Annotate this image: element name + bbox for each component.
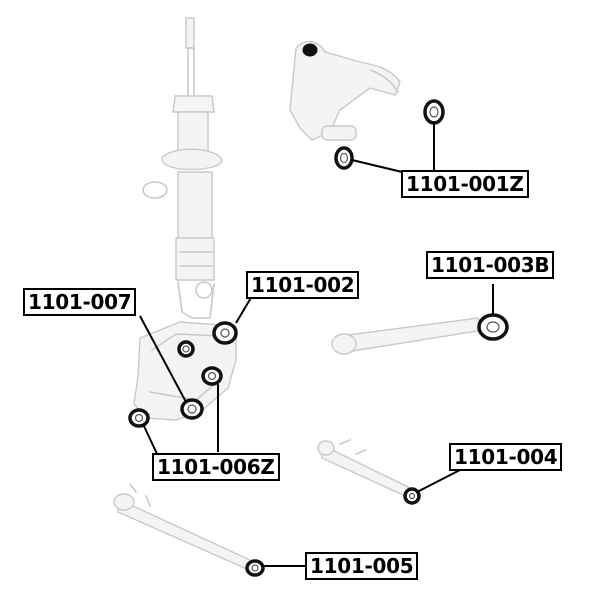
lower-long-arm	[113, 483, 260, 576]
bushing-004	[403, 487, 421, 505]
bushing-002	[212, 321, 238, 345]
bushing-001z-top	[302, 43, 318, 57]
bushing-007	[180, 398, 204, 420]
label-1101-002: 1101-002	[246, 271, 360, 299]
bushing-003b	[477, 313, 509, 341]
label-1101-001z: 1101-001Z	[401, 170, 529, 198]
label-1101-006z: 1101-006Z	[152, 453, 280, 481]
leader-007	[139, 315, 187, 403]
leader-001z-b	[351, 159, 403, 173]
bushing-006z-right	[201, 366, 223, 386]
label-1101-007: 1101-007	[23, 288, 137, 316]
lateral-arm-upper	[331, 317, 486, 355]
leader-004	[416, 469, 461, 493]
bushing-006z-left	[128, 408, 150, 428]
label-1101-004: 1101-004	[449, 443, 563, 471]
leader-001z	[404, 122, 435, 173]
bushing-006z-mid	[177, 340, 195, 358]
shock-absorber-strut	[142, 17, 223, 319]
bushing-001z-upper	[423, 99, 445, 125]
leader-006z-left	[142, 423, 159, 457]
label-1101-003b: 1101-003B	[426, 251, 555, 279]
leader-002	[235, 295, 253, 324]
bushing-001z-lower	[334, 146, 354, 170]
label-1101-005: 1101-005	[305, 552, 419, 580]
bushing-005	[245, 559, 265, 577]
lateral-arm-lower	[317, 439, 416, 502]
upper-control-arm	[289, 41, 401, 141]
